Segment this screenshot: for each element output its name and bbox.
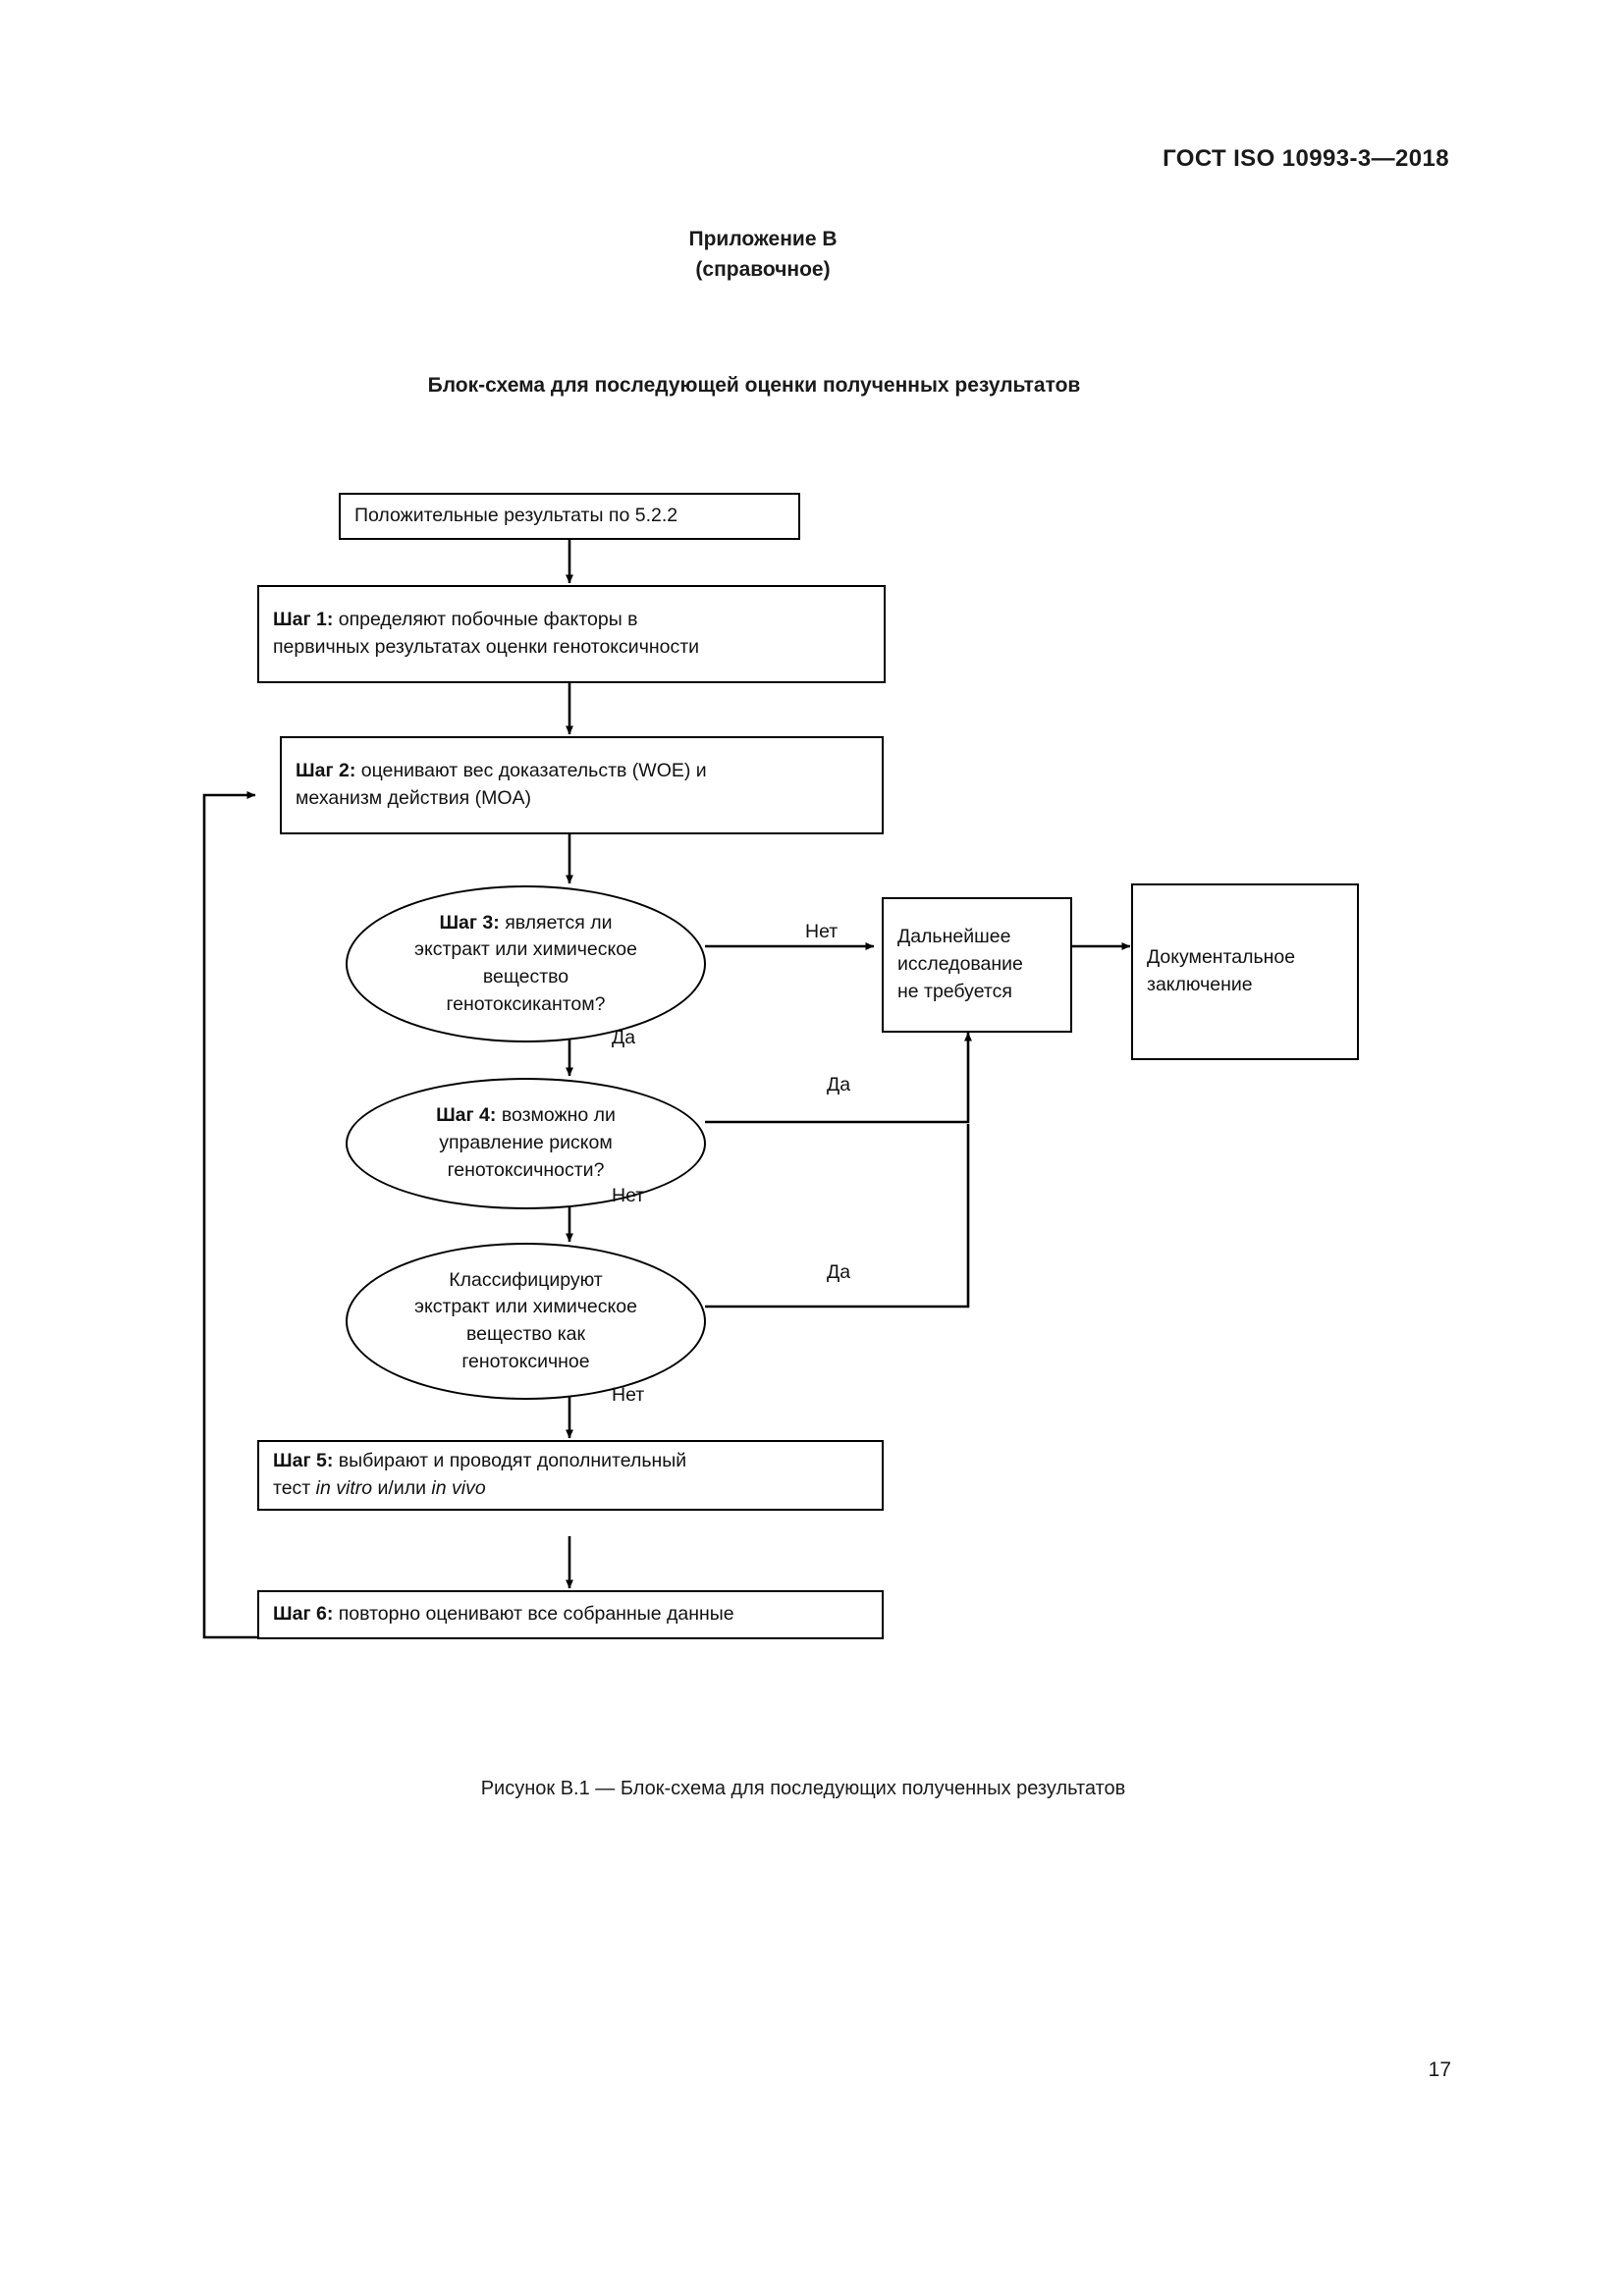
- node-step-5: Шаг 5: выбирают и проводят дополнительны…: [257, 1440, 884, 1511]
- node-no-further-investigation: Дальнейшее исследование не требуется: [882, 897, 1072, 1033]
- document-header: ГОСТ ISO 10993-3—2018: [1163, 145, 1449, 172]
- node-no-further-text: Дальнейшее исследование не требуется: [884, 924, 1070, 1005]
- node-documented-conclusion: Документальное заключение: [1131, 883, 1359, 1060]
- node-step-3-line2: экстракт или химическое: [414, 938, 637, 961]
- node-step-3-label: Шаг 3:: [439, 911, 500, 934]
- node-step-4-line2: управление риском: [439, 1132, 613, 1154]
- figure-caption-text: Рисунок В.1 — Блок-схема для последующих…: [480, 1778, 1126, 1799]
- node-step-3-line4: генотоксикантом?: [446, 992, 606, 1015]
- node-documented-line2: заключение: [1147, 974, 1253, 995]
- node-step-5-in-vivo: in vivo: [431, 1477, 486, 1499]
- node-step-4-line3: генотоксичности?: [447, 1158, 605, 1181]
- annex-label: Приложение В: [688, 224, 837, 254]
- node-step-1: Шаг 1: определяют побочные факторы в пер…: [257, 585, 886, 683]
- node-step-3-line3: вещество: [482, 966, 569, 988]
- node-step-5-in-vitro: in vitro: [315, 1477, 373, 1499]
- edge-label-step4-yes: Да: [827, 1074, 851, 1095]
- node-step-2-label: Шаг 2:: [296, 760, 356, 782]
- node-start: Положительные результаты по 5.2.2: [339, 493, 800, 540]
- node-step-5-label: Шаг 5:: [273, 1450, 334, 1472]
- node-step-6-label: Шаг 6:: [273, 1603, 334, 1626]
- figure-caption: Рисунок В.1 — Блок-схема для последующих…: [0, 1778, 1624, 1800]
- node-step-5-line2-b: и/или: [372, 1477, 432, 1499]
- node-no-further-line1: Дальнейшее: [897, 926, 1011, 948]
- node-classify-line3: вещество как: [465, 1323, 586, 1345]
- annex-type: (справочное): [695, 258, 831, 281]
- node-classify-line1: Классифицируют: [449, 1268, 603, 1291]
- node-step-1-line1: определяют побочные факторы в: [333, 609, 638, 631]
- figure-heading-text: Блок-схема для последующей оценки получе…: [427, 374, 1081, 397]
- node-step-3-text: Шаг 3: является ли экстракт или химическ…: [389, 910, 663, 1019]
- node-step-6: Шаг 6: повторно оценивают все собранные …: [257, 1590, 884, 1639]
- node-step-3-line1: является ли: [499, 911, 613, 934]
- node-start-text: Положительные результаты по 5.2.2: [354, 505, 678, 527]
- edge-label-classify-yes: Да: [827, 1261, 851, 1283]
- node-step-4-line1: возможно ли: [496, 1104, 616, 1127]
- node-classify-line2: экстракт или химическое: [414, 1296, 637, 1318]
- node-step-4: Шаг 4: возможно ли управление риском ген…: [346, 1078, 706, 1209]
- node-no-further-line3: не требуется: [897, 980, 1012, 1002]
- node-step-2: Шаг 2: оценивают вес доказательств (WOE)…: [280, 736, 884, 834]
- figure-heading: Блок-схема для последующей оценки получе…: [0, 374, 1624, 398]
- annex-heading: Приложение В (справочное): [0, 224, 1624, 285]
- node-classify-text: Классифицируют экстракт или химическое в…: [389, 1267, 663, 1376]
- node-step-5-line1: выбирают и проводят дополнительный: [333, 1450, 687, 1472]
- node-step-5-text: Шаг 5: выбирают и проводят дополнительны…: [259, 1448, 882, 1502]
- node-documented-line1: Документальное: [1147, 946, 1296, 969]
- edge-label-classify-no: Нет: [612, 1384, 645, 1406]
- node-step-1-label: Шаг 1:: [273, 609, 334, 631]
- edge-label-step4-no: Нет: [612, 1185, 645, 1206]
- node-step-1-text: Шаг 1: определяют побочные факторы в пер…: [259, 607, 884, 661]
- node-step-4-text: Шаг 4: возможно ли управление риском ген…: [410, 1102, 641, 1184]
- node-step-4-label: Шаг 4:: [436, 1104, 497, 1127]
- edge-label-step3-yes: Да: [612, 1027, 636, 1048]
- page-number: 17: [1428, 2058, 1451, 2081]
- annex-label-text: Приложение В: [688, 228, 838, 250]
- node-step-6-line1: повторно оценивают все собранные данные: [333, 1603, 734, 1626]
- node-step-5-line2: тест in vitro и/или in vivo: [273, 1475, 868, 1503]
- node-step-5-line2-a: тест: [273, 1477, 316, 1499]
- node-step-2-text: Шаг 2: оценивают вес доказательств (WOE)…: [282, 758, 882, 812]
- node-classify: Классифицируют экстракт или химическое в…: [346, 1243, 706, 1400]
- node-no-further-line2: исследование: [897, 953, 1023, 976]
- node-step-1-line2: первичных результатах оценки генотоксичн…: [273, 636, 700, 658]
- node-step-2-line1: оценивают вес доказательств (WOE) и: [355, 760, 707, 782]
- node-step-6-text: Шаг 6: повторно оценивают все собранные …: [259, 1601, 882, 1629]
- node-step-3: Шаг 3: является ли экстракт или химическ…: [346, 885, 706, 1042]
- node-classify-line4: генотоксичное: [461, 1350, 590, 1372]
- node-step-2-line2: механизм действия (MOA): [296, 787, 532, 809]
- node-documented-text: Документальное заключение: [1133, 944, 1357, 998]
- edge-label-step3-no: Нет: [805, 921, 839, 942]
